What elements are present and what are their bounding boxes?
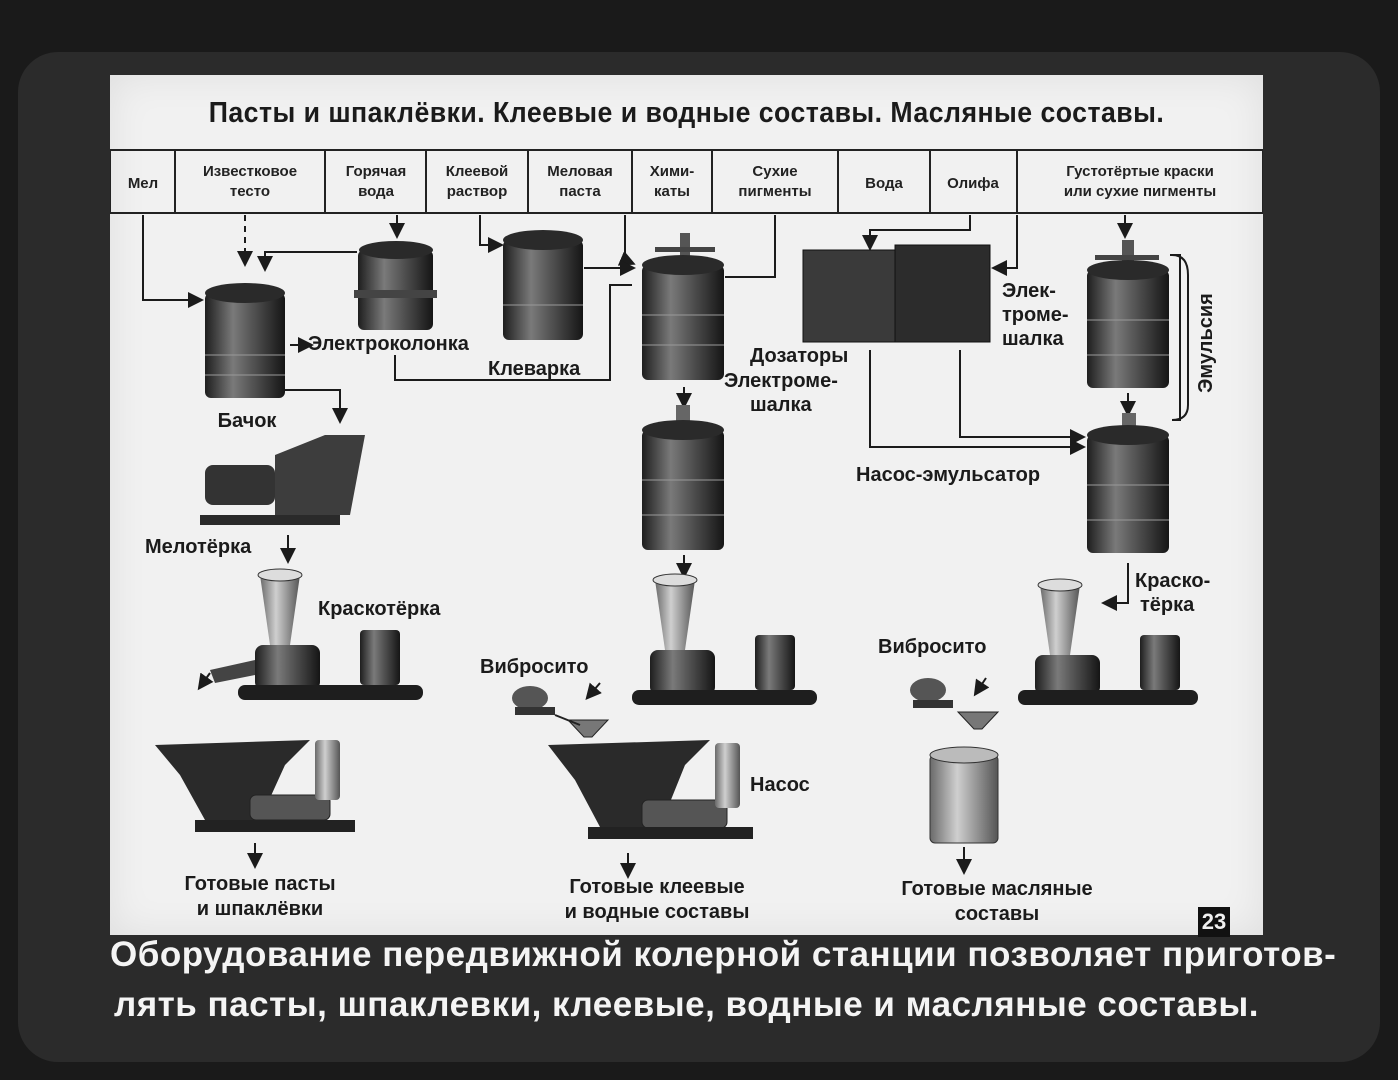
- header-khimikaty-line1: Хими-: [650, 163, 695, 180]
- kraskotyorka-left: [210, 568, 423, 700]
- filler-mid: [548, 740, 753, 839]
- slide-caption: Оборудование передвижной колерной станци…: [110, 930, 1337, 1030]
- header-table: [110, 149, 1263, 214]
- label-elektromeshalka-mid-2: шалка: [750, 394, 813, 416]
- vibrosito-mid: [512, 686, 610, 738]
- label-elektromeshalka-mid-1: Электроме-: [724, 370, 838, 392]
- header-voda: Вода: [865, 175, 903, 192]
- page-number: 23: [1198, 907, 1230, 937]
- kleevarka-tank: [503, 230, 583, 340]
- nasos-emulsator-tank: [1087, 413, 1169, 553]
- label-elektrokolonka: Электроколонка: [308, 333, 470, 355]
- label-kraskotyorka-left: Краскотёрка: [318, 598, 441, 620]
- header-goryachaya-line1: Горячая: [346, 163, 406, 180]
- label-vibrosito-mid: Вибросито: [480, 656, 588, 678]
- final-can-right: [929, 746, 999, 844]
- output-mid-line1: Готовые клеевые: [569, 876, 744, 898]
- header-kleevoy-line2: раствор: [447, 183, 508, 200]
- output-left-line1: Готовые пасты: [184, 873, 335, 895]
- melotyorka-machine: [200, 435, 365, 525]
- caption-line2: лять пасты, шпаклевки, клеевые, водные и…: [114, 985, 1259, 1024]
- label-dozatory: Дозаторы: [750, 345, 848, 367]
- header-izvestkovoe-line2: тесто: [230, 183, 270, 200]
- elektromeshalka-right-tank: [1087, 240, 1169, 388]
- header-olifa: Олифа: [947, 175, 999, 192]
- header-gustotyortye-line1: Густотёртые краски: [1066, 163, 1214, 180]
- flow-diagram: Мел Известковое тесто Горячая вода Клеев…: [110, 149, 1263, 925]
- kraskotyorka-right: [1018, 578, 1198, 705]
- header-kleevoy-line1: Клеевой: [446, 163, 509, 180]
- caption-line1: Оборудование передвижной колерной станци…: [110, 935, 1337, 974]
- header-goryachaya-line2: вода: [358, 183, 395, 200]
- header-melovaya-line1: Меловая: [547, 163, 612, 180]
- header-izvestkovoe-line1: Известковое: [203, 163, 297, 180]
- output-left-line2: и шпаклёвки: [197, 898, 323, 920]
- output-right-line2: составы: [955, 903, 1040, 925]
- emulsiya-bracket: [1171, 254, 1189, 421]
- header-melovaya-line2: паста: [559, 183, 601, 200]
- label-nasos-emulsator: Насос-эмульсатор: [856, 464, 1040, 486]
- label-kraskotyorka-right-2: тёрка: [1140, 594, 1195, 616]
- label-melotyorka: Мелотёрка: [145, 536, 252, 558]
- labels: Бачок Электроколонка Клеварка Мелотёрка …: [145, 280, 1217, 925]
- elektromeshalka-mid-tank: [642, 233, 724, 380]
- output-right-line1: Готовые масляные: [901, 878, 1092, 900]
- label-elektromeshalka-right-3: шалка: [1002, 328, 1065, 350]
- dozatory-boxes: [802, 244, 991, 343]
- header-sukhie-line2: пигменты: [738, 183, 811, 200]
- header-sukhie-line1: Сухие: [752, 163, 797, 180]
- mixer-mid-lower-tank: [642, 405, 724, 550]
- label-kraskotyorka-right-1: Краско-: [1135, 570, 1210, 592]
- label-elektromeshalka-right-1: Элек-: [1002, 280, 1056, 302]
- label-vibrosito-right: Вибросито: [878, 636, 986, 658]
- elektrokolonka-tank: [354, 241, 437, 330]
- vibrosito-right: [910, 678, 1000, 730]
- output-mid-line2: и водные составы: [565, 901, 750, 923]
- label-bachok: Бачок: [218, 410, 278, 432]
- header-mel: Мел: [128, 175, 158, 192]
- label-kleevarka: Клеварка: [488, 358, 581, 380]
- header-cells: Мел Известковое тесто Горячая вода Клеев…: [128, 163, 1216, 200]
- slide: Пасты и шпаклёвки. Клеевые и водные сост…: [110, 75, 1263, 935]
- label-nasos: Насос: [750, 774, 810, 796]
- filler-left: [155, 740, 355, 832]
- label-emulsiya: Эмульсия: [1195, 293, 1217, 393]
- header-khimikaty-line2: каты: [654, 183, 690, 200]
- bachok-tank: [205, 283, 285, 398]
- header-gustotyortye-line2: или сухие пигменты: [1064, 183, 1216, 200]
- label-elektromeshalka-right-2: троме-: [1002, 304, 1069, 326]
- slide-title: Пасты и шпаклёвки. Клеевые и водные сост…: [208, 97, 1165, 129]
- kraskotyorka-mid: [632, 573, 817, 705]
